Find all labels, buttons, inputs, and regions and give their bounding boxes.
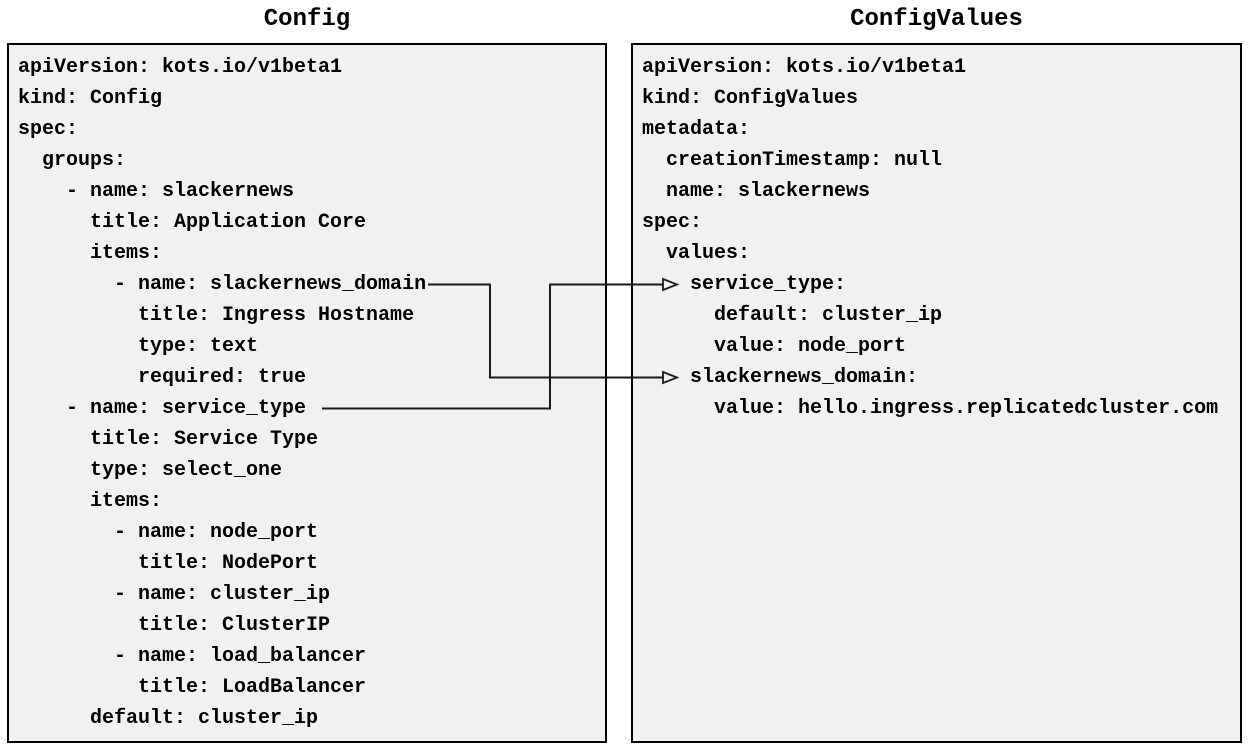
- configvalues-yaml-code: apiVersion: kots.io/v1beta1 kind: Config…: [642, 56, 1219, 420]
- configvalues-panel: apiVersion: kots.io/v1beta1 kind: Config…: [631, 43, 1242, 743]
- config-panel-title: Config: [263, 6, 351, 33]
- config-yaml-code: apiVersion: kots.io/v1beta1 kind: Config…: [18, 56, 427, 730]
- config-panel: apiVersion: kots.io/v1beta1 kind: Config…: [7, 43, 607, 743]
- configvalues-panel-title: ConfigValues: [850, 6, 1023, 33]
